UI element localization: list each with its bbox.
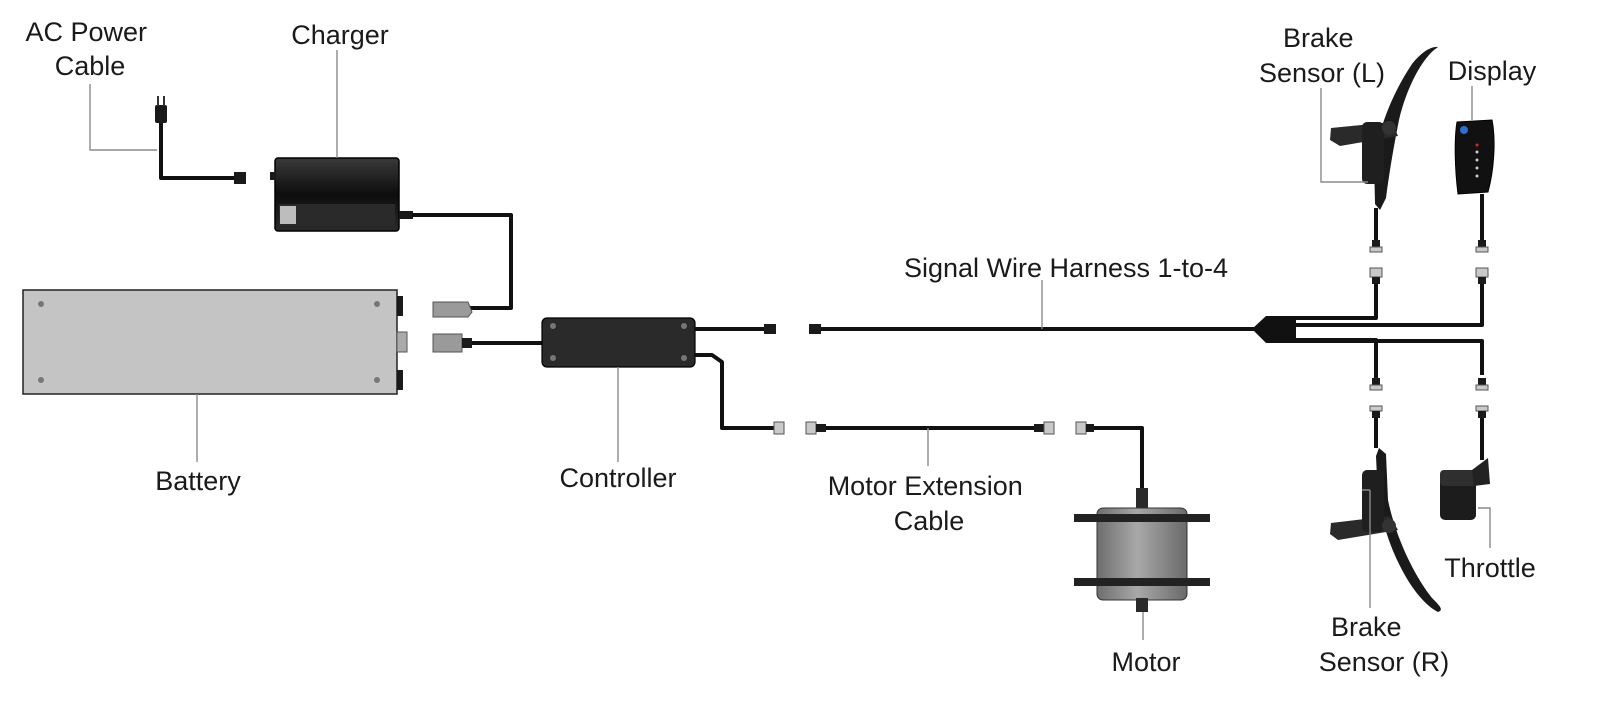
charger-output-plug — [432, 301, 473, 318]
brake-sensor-left — [1330, 46, 1438, 253]
charger-label: Charger — [291, 20, 389, 50]
battery — [22, 289, 408, 395]
battery-cable-plug — [432, 333, 463, 353]
signal-wire-harness-label: Signal Wire Harness 1-to-4 — [904, 253, 1228, 283]
controller-label: Controller — [559, 463, 676, 493]
battery-cable-plug-tip — [462, 338, 472, 348]
charger-output-cable — [412, 213, 513, 310]
brake-sensor-right-label: Brake Sensor (R) — [1319, 612, 1450, 677]
brake-sensor-left-label: Brake Sensor (L) — [1259, 23, 1385, 88]
brake-sensor-right-leader — [1362, 489, 1371, 608]
signal-wire-harness — [809, 267, 1489, 391]
charger — [270, 157, 413, 232]
display-power-button-icon — [1460, 126, 1468, 134]
brake-sensor-right — [1330, 405, 1441, 612]
ac-power-cable-leader — [89, 84, 157, 151]
motor-label: Motor — [1111, 647, 1180, 677]
throttle-label: Throttle — [1444, 553, 1536, 583]
ac-power-cable — [155, 96, 246, 184]
motor-extension-cable-label: Motor Extension Cable — [828, 471, 1031, 536]
throttle — [1440, 405, 1490, 520]
controller-signal-plug — [764, 324, 776, 334]
motor-extension-cable — [805, 421, 1055, 435]
ac-power-cable-label: AC Power Cable — [25, 17, 154, 81]
display-label: Display — [1448, 56, 1537, 86]
controller — [541, 317, 696, 368]
throttle-leader — [1478, 507, 1491, 548]
brake-sensor-left-leader — [1320, 88, 1368, 183]
controller-motor-plug — [773, 421, 785, 435]
controller-motor-cable — [695, 353, 774, 430]
motor — [1074, 421, 1210, 612]
display — [1454, 119, 1495, 253]
battery-label: Battery — [155, 466, 241, 496]
